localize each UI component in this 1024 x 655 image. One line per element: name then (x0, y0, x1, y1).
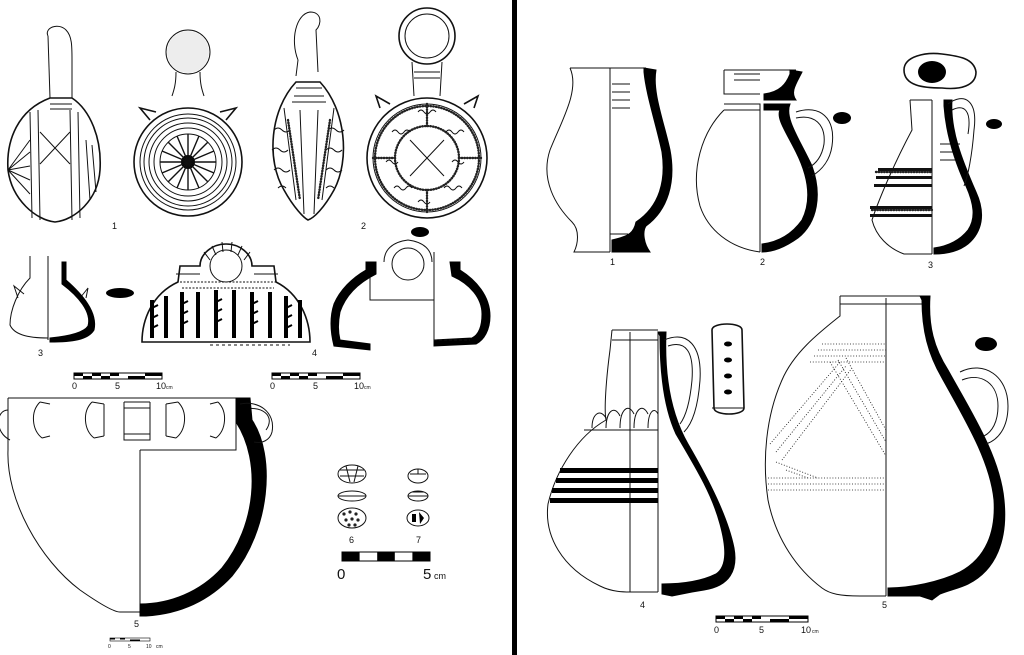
seal-6 (337, 464, 367, 529)
scale-small-zero: 0 (337, 566, 345, 583)
figure-label-right-4: 4 (640, 600, 645, 610)
scale-tiny-zero: 0 (108, 644, 111, 650)
handle-section-4 (711, 323, 745, 415)
figure-label-left-1: 1 (112, 221, 117, 231)
jug-4-right (546, 323, 745, 597)
scale-small-unit: cm (434, 571, 446, 581)
figure-label-right-1: 1 (610, 257, 615, 267)
scale-bar-right (715, 615, 809, 623)
scale-b-zero: 0 (270, 381, 275, 391)
scale-tiny-mid: 5 (128, 644, 131, 650)
figure-label-left-2: 2 (361, 221, 366, 231)
flask-1-side (7, 25, 101, 223)
scale-bar-left-b (271, 372, 361, 380)
scale-tiny-end: 10 (146, 644, 152, 650)
figure-label-left-4: 4 (312, 348, 317, 358)
scale-b-end: 10 (354, 381, 364, 391)
scale-a-zero: 0 (72, 381, 77, 391)
figure-label-left-3: 3 (38, 348, 43, 358)
scale-tiny-unit: cm (156, 644, 163, 650)
scale-bar-left-a (73, 372, 163, 380)
scale-right-zero: 0 (714, 625, 719, 635)
juglet-3-left (9, 256, 134, 343)
flask-2-front (366, 7, 488, 219)
scale-right-unit: cm (812, 629, 819, 635)
panel-divider (512, 0, 517, 655)
flask-2-side (271, 11, 345, 221)
scale-b-mid: 5 (313, 381, 318, 391)
figure-label-left-7: 7 (416, 535, 421, 545)
scale-bar-small (341, 551, 431, 562)
scale-right-end: 10 (801, 625, 811, 635)
scale-b-unit: cm (364, 385, 371, 391)
figure-label-right-5: 5 (882, 600, 887, 610)
jug-3-right (870, 52, 1002, 255)
flask-1-front (133, 29, 243, 217)
vessel-4-decorated (141, 241, 311, 346)
krater-5-left (0, 397, 274, 617)
figure-label-right-3: 3 (928, 260, 933, 270)
scale-a-end: 10 (156, 381, 166, 391)
scale-small-end: 5 (423, 566, 431, 583)
jug-2-right (695, 69, 851, 253)
figure-label-right-2: 2 (760, 257, 765, 267)
scale-bar-left-tiny (109, 637, 151, 642)
figure-label-left-5: 5 (134, 619, 139, 629)
scale-a-mid: 5 (115, 381, 120, 391)
jug-5-right (764, 295, 1009, 601)
jar-1-right (546, 67, 673, 253)
vessel-4-section (330, 227, 491, 351)
seal-7 (406, 468, 430, 527)
figure-label-left-6: 6 (349, 535, 354, 545)
scale-right-mid: 5 (759, 625, 764, 635)
scale-a-unit: cm (166, 385, 173, 391)
